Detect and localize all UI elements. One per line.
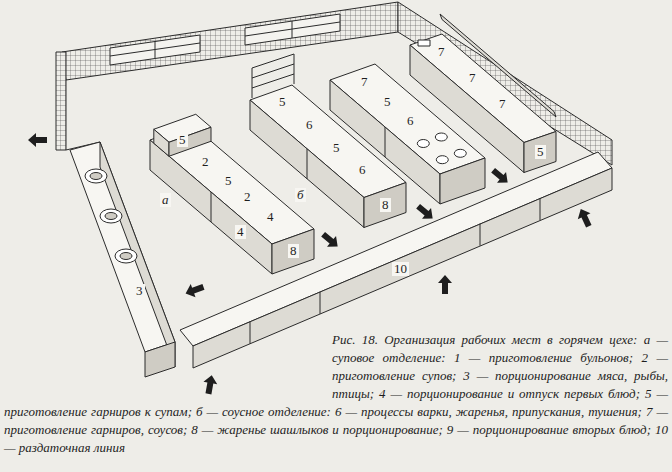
flow-arrow — [202, 374, 219, 395]
island-door — [211, 192, 212, 222]
callout-number: 7 — [497, 97, 508, 111]
island-side — [330, 80, 440, 204]
window-bar — [155, 41, 156, 58]
kettle-inner — [120, 253, 132, 260]
kettle-box-end — [169, 127, 211, 156]
cabinet-door — [480, 224, 481, 246]
callout-number: 7 — [467, 71, 478, 85]
callout-number: 5 — [382, 95, 393, 109]
flow-arrow — [183, 280, 206, 300]
island-end — [364, 183, 406, 228]
window-bar — [292, 21, 293, 38]
cabinet-door — [320, 292, 321, 314]
kettle — [100, 209, 122, 223]
counter-end — [145, 342, 175, 377]
callout-number: 5 — [177, 133, 188, 147]
burner — [454, 149, 466, 157]
caption-text: Рис. 18. Организация рабочих мест в горя… — [4, 332, 668, 455]
callout-number: 5 — [277, 95, 288, 109]
callout-number: 2 — [200, 155, 211, 169]
callout-number: 5 — [535, 145, 546, 159]
burner — [417, 140, 429, 148]
kettle-inner — [105, 213, 117, 220]
counter-end — [524, 132, 556, 173]
burner — [435, 133, 447, 141]
caption-spacer — [4, 331, 332, 403]
callout-number: а — [160, 193, 171, 207]
flow-arrow — [489, 165, 513, 188]
rack-post — [294, 54, 295, 84]
sink — [418, 40, 430, 46]
kettle-box-side — [154, 129, 169, 156]
callout-number: 8 — [288, 244, 299, 258]
island-end — [440, 158, 485, 204]
flow-arrow — [574, 206, 595, 229]
line-top — [180, 152, 612, 346]
flow-arrow — [319, 229, 343, 252]
island-side — [150, 140, 272, 274]
kettle — [85, 169, 107, 183]
kettle — [115, 249, 137, 263]
left-wall — [56, 52, 66, 150]
callout-number: 5 — [223, 174, 234, 188]
cabinet-door — [250, 322, 251, 344]
kettle-inner — [90, 173, 102, 180]
cabinet-door — [540, 198, 541, 220]
callout-number: 6 — [405, 114, 416, 128]
figure-caption: Рис. 18. Организация рабочих мест в горя… — [4, 331, 668, 457]
rack-shelf — [252, 74, 294, 88]
island-door — [307, 149, 308, 179]
counter-side — [410, 45, 524, 173]
callout-number: 8 — [380, 198, 391, 212]
callout-number: 6 — [357, 163, 368, 177]
flow-arrow — [28, 133, 47, 147]
callout-number: 5 — [331, 141, 342, 155]
rack-post — [252, 68, 253, 98]
back-wall — [62, 2, 398, 80]
callout-number: 3 — [134, 284, 145, 298]
window — [110, 35, 200, 65]
island-door — [385, 127, 386, 157]
callout-number: 6 — [304, 118, 315, 132]
callout-number: 10 — [392, 262, 409, 276]
flow-arrow — [438, 275, 452, 294]
island-end — [272, 229, 314, 274]
burner — [436, 156, 448, 164]
window — [245, 14, 340, 45]
callout-number: 7 — [436, 45, 447, 59]
callout-number: 4 — [265, 210, 276, 224]
callout-number: 7 — [359, 75, 370, 89]
callout-number: 4 — [235, 225, 246, 239]
equipment — [70, 14, 612, 377]
callout-number: б — [295, 188, 306, 202]
flow-arrow — [414, 201, 438, 224]
callout-number: 2 — [242, 190, 253, 204]
